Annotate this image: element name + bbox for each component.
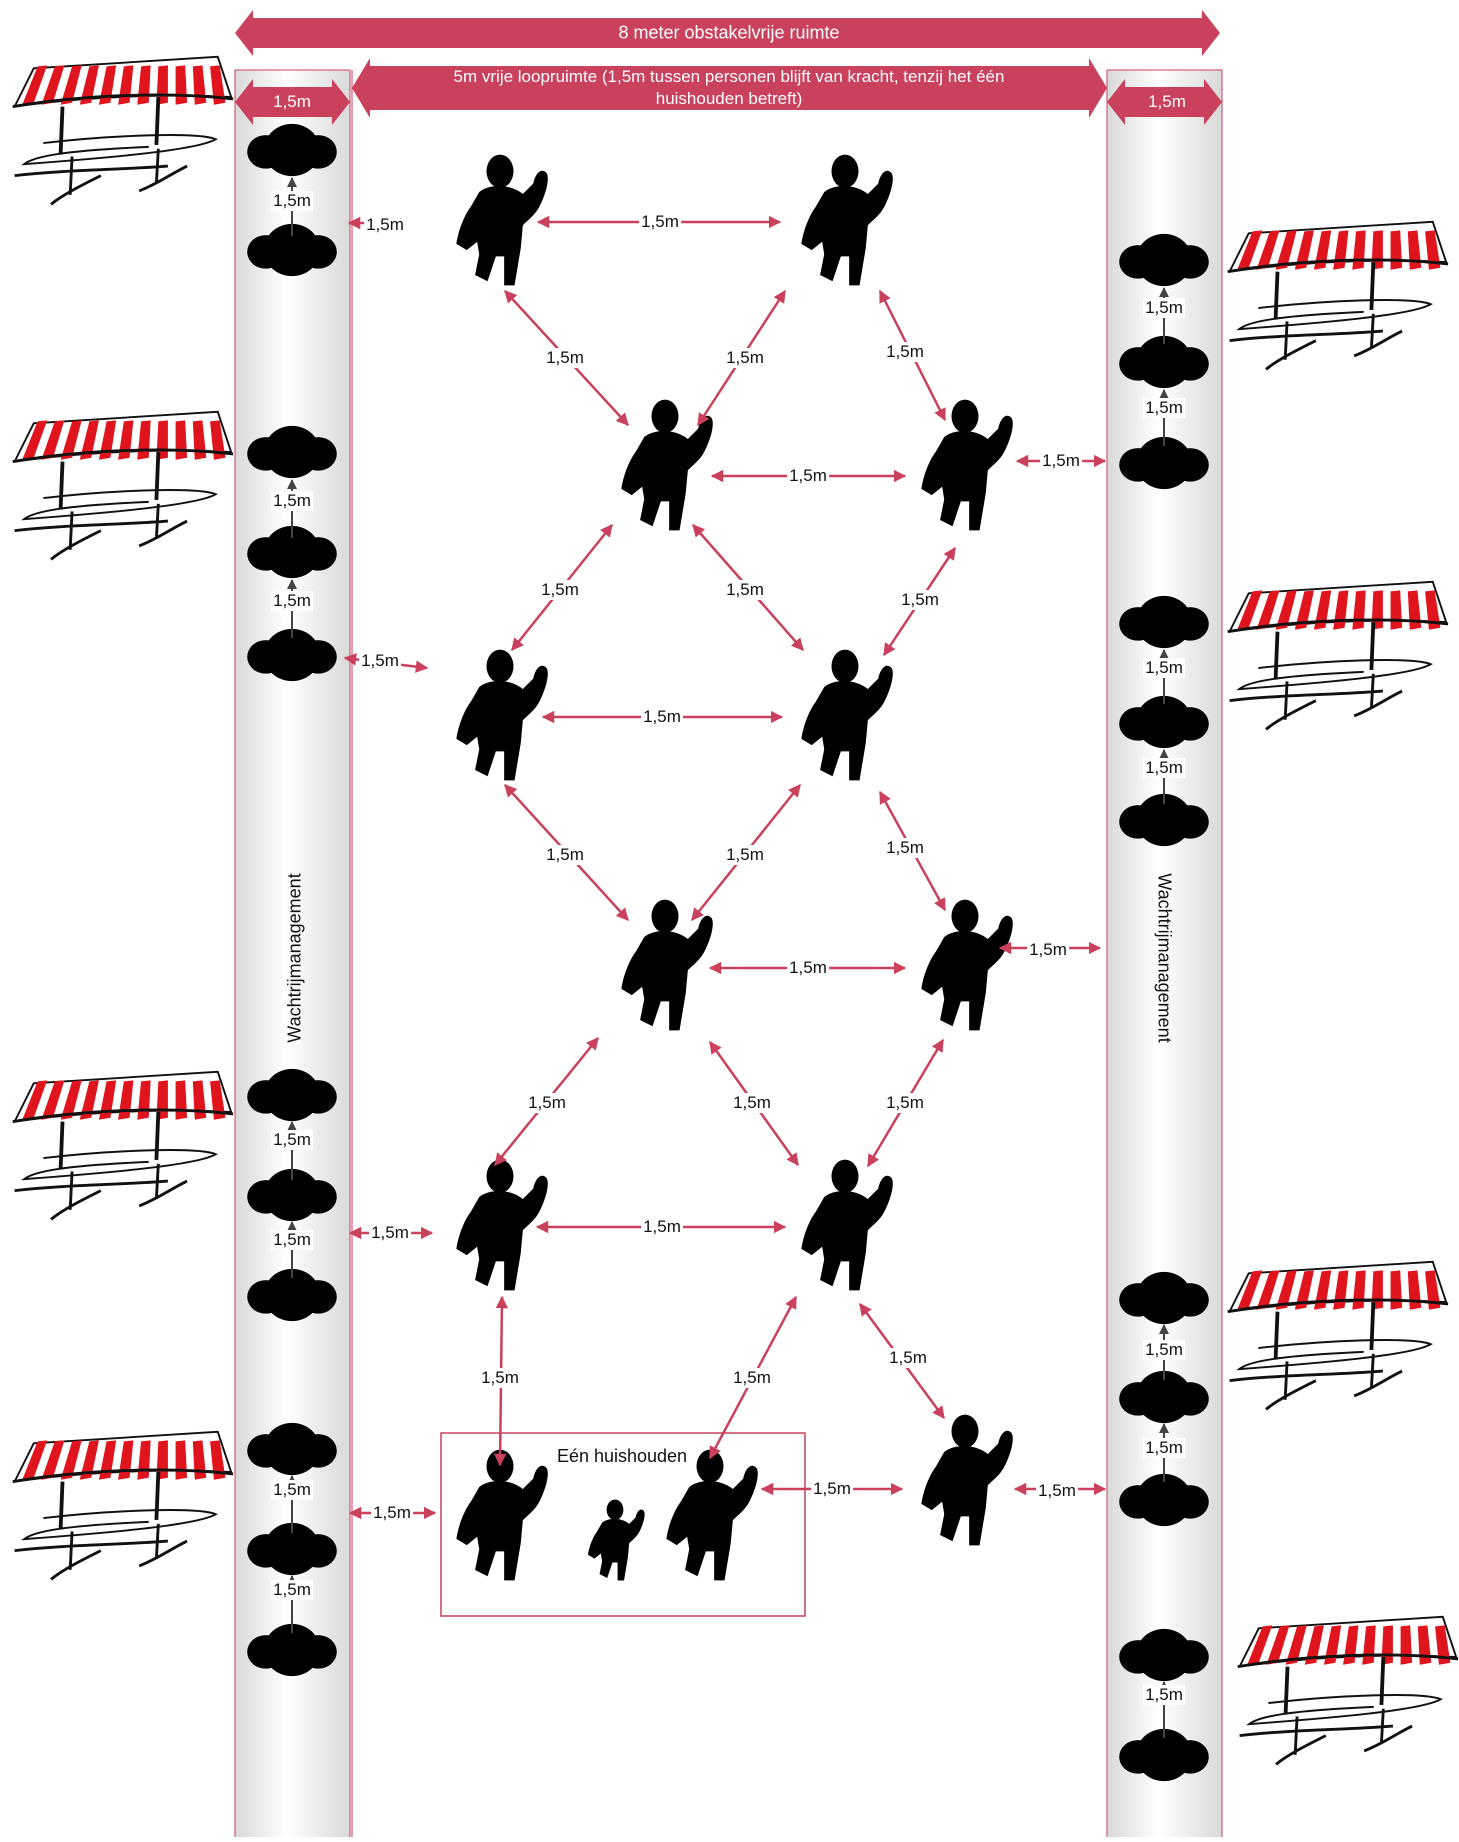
queue-distance-label: 1,5m [1143,1685,1185,1705]
walking-person-icon [666,1450,757,1581]
queue-distance-label: 1,5m [1143,1340,1185,1360]
walking-person-icon [621,400,712,531]
queue-distance-label: 1,5m [1143,758,1185,778]
distance-label: 1,5m [811,1479,853,1499]
distance-label: 1,5m [544,348,586,368]
market-stall-icon [13,412,233,560]
top-bar-label: 8 meter obstakelvrije ruimte [618,23,839,44]
distance-label: 1,5m [724,845,766,865]
walking-person-icon [456,155,547,286]
market-stall-icon [1228,1262,1448,1410]
queue-distance-label: 1,5m [271,1130,313,1150]
market-stall-icon [13,1072,233,1220]
queue-distance-label: 1,5m [1143,658,1185,678]
distance-label: 1,5m [884,342,926,362]
distance-label: 1,5m [539,580,581,600]
distance-label: 1,5m [369,1223,411,1243]
walking-person-icon [456,650,547,781]
distance-label: 1,5m [641,1217,683,1237]
right-lane-title: Wachtrijmanagement [1154,873,1175,1042]
walking-person-icon [456,1160,547,1291]
walking-person-icon [801,155,892,286]
queue-distance-label: 1,5m [271,1230,313,1250]
distance-label: 1,5m [731,1093,773,1113]
walking-person-icon [621,900,712,1031]
queue-distance-label: 1,5m [1143,398,1185,418]
walking-person-icon [801,650,892,781]
distance-label: 1,5m [884,1093,926,1113]
queue-distance-label: 1,5m [1143,298,1185,318]
market-stall-icon [13,1432,233,1580]
distance-label: 1,5m [724,348,766,368]
walking-person-icon [456,1450,547,1581]
queue-distance-label: 1,5m [271,1580,313,1600]
distance-label: 1,5m [544,845,586,865]
walking-person-icon [921,900,1012,1031]
distance-label: 1,5m [899,590,941,610]
distance-label: 1,5m [364,215,406,235]
right-width-label: 1,5m [1148,92,1186,112]
walking-person-icon [921,400,1012,531]
distance-label: 1,5m [639,212,681,232]
market-stall-icon [1238,1617,1458,1765]
distance-label: 1,5m [887,1348,929,1368]
distance-label: 1,5m [1040,451,1082,471]
distance-label: 1,5m [359,651,401,671]
queue-distance-label: 1,5m [1143,1438,1185,1458]
distance-label: 1,5m [526,1093,568,1113]
left-width-label: 1,5m [273,92,311,112]
left-lane-title: Wachtrijmanagement [285,873,306,1042]
distance-label: 1,5m [1027,940,1069,960]
distance-label: 1,5m [731,1368,773,1388]
walking-person-icon [588,1499,645,1580]
middle-bar-label: 5m vrije loopruimte (1,5m tussen persone… [409,66,1049,110]
distance-label: 1,5m [479,1368,521,1388]
queue-distance-label: 1,5m [271,591,313,611]
market-stall-icon [1228,582,1448,730]
queue-distance-label: 1,5m [271,491,313,511]
queue-distance-label: 1,5m [271,191,313,211]
walking-person-icon [801,1160,892,1291]
walking-person-icon [921,1415,1012,1546]
distance-label: 1,5m [724,580,766,600]
queue-distance-label: 1,5m [271,1480,313,1500]
distance-label: 1,5m [641,707,683,727]
distance-label: 1,5m [1036,1481,1078,1501]
distance-label: 1,5m [371,1503,413,1523]
distance-label: 1,5m [787,466,829,486]
distance-label: 1,5m [884,838,926,858]
household-label: Eén huishouden [555,1446,689,1466]
distance-label: 1,5m [787,958,829,978]
market-stall-icon [1228,222,1448,370]
market-stall-icon [13,57,233,205]
